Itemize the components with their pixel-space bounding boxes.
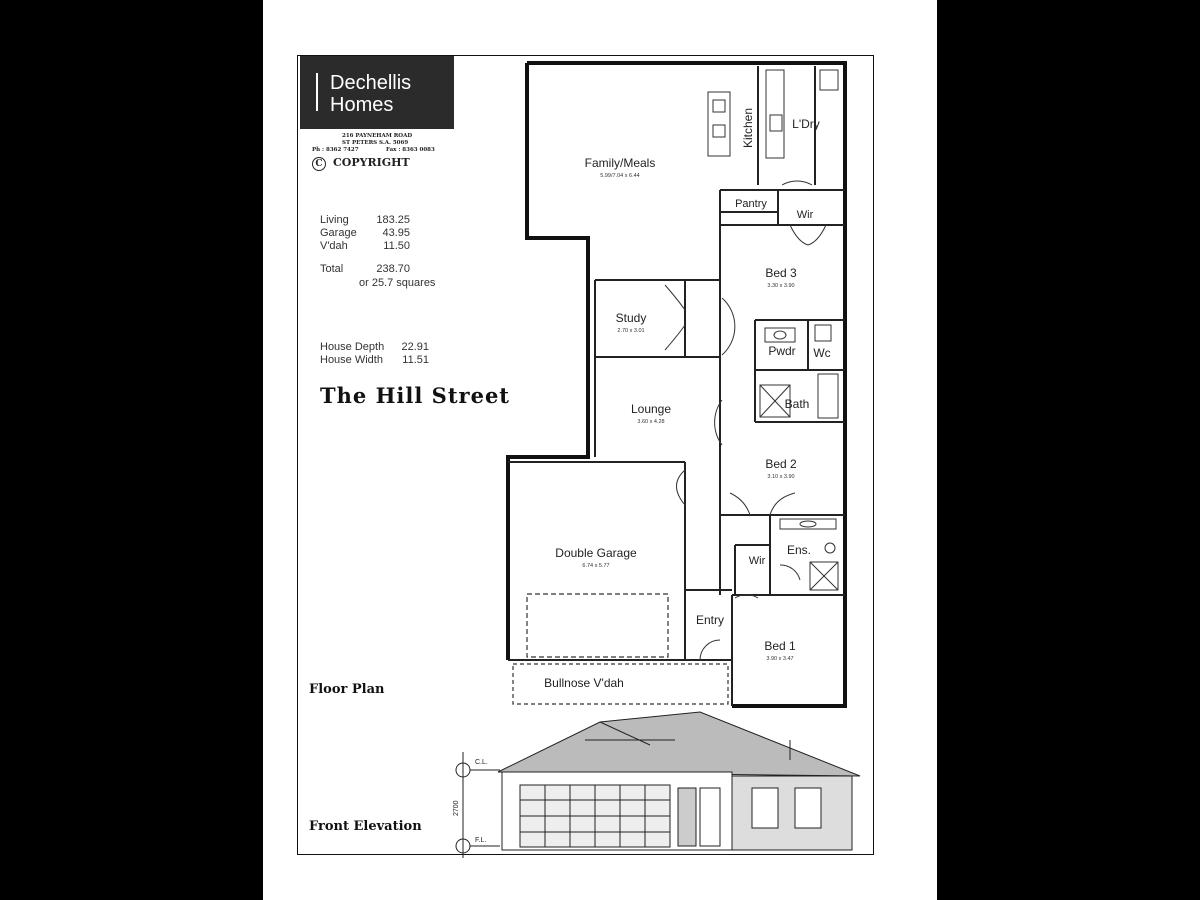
- total-label: Total: [320, 263, 344, 275]
- room-double-garage: Double Garage: [555, 546, 637, 560]
- living-label: Living: [320, 214, 349, 226]
- room-family-meals-dim: 5.99/7.04 x 6.44: [600, 173, 639, 179]
- room-bed2: Bed 2: [765, 457, 797, 471]
- room-study-dim: 2.70 x 3.01: [617, 328, 644, 334]
- wall-height-label: 2700: [453, 800, 460, 816]
- house-width-value: 11.51: [402, 354, 429, 366]
- ceiling-level-label: C.L.: [475, 759, 488, 766]
- room-bed2-dim: 3.10 x 3.90: [767, 474, 794, 480]
- outer-walls: [506, 61, 847, 708]
- room-bed3-dim: 3.30 x 3.90: [767, 283, 794, 289]
- design-title: The Hill Street: [320, 383, 511, 408]
- garage-value: 43.95: [382, 227, 410, 239]
- squares-text: or 25.7 squares: [359, 277, 436, 289]
- living-value: 183.25: [376, 214, 410, 226]
- room-bed1-dim: 3.90 x 3.47: [766, 656, 793, 662]
- copyright-text: COPYRIGHT: [333, 156, 410, 169]
- garage-label: Garage: [320, 227, 357, 239]
- garage-door: [526, 593, 669, 658]
- room-pwdr: Pwdr: [768, 344, 795, 358]
- room-study: Study: [616, 311, 647, 325]
- room-bath: Bath: [785, 397, 810, 411]
- verandah-outline: [512, 663, 729, 705]
- front-elevation-caption: Front Elevation: [309, 819, 422, 834]
- front-elevation-drawing: [497, 711, 861, 851]
- plan-frame: [297, 55, 874, 855]
- house-width-label: House Width: [320, 354, 383, 366]
- room-ensuite: Ens.: [787, 543, 811, 557]
- address-fax: Fax : 8363 0083: [386, 147, 435, 153]
- fixtures: [707, 69, 839, 591]
- brand-line2: Homes: [330, 94, 394, 116]
- room-wir-bed1: Wir: [749, 555, 766, 567]
- verandah-value: 11.50: [383, 240, 410, 252]
- brand-logo: Dechellis Homes: [300, 56, 454, 129]
- address-phone: Ph : 8362 7427: [312, 147, 359, 153]
- room-pantry: Pantry: [735, 198, 767, 210]
- brand-line1: Dechellis: [330, 72, 412, 94]
- room-laundry: L'Dry: [792, 117, 820, 131]
- room-bed1: Bed 1: [764, 639, 796, 653]
- logo-bar: [316, 73, 318, 111]
- house-depth-label: House Depth: [320, 341, 385, 353]
- room-wc: Wc: [813, 346, 830, 360]
- total-value: 238.70: [376, 263, 410, 275]
- floor-level-label: F.L.: [475, 837, 486, 844]
- verandah-label: V'dah: [320, 240, 348, 252]
- room-family-meals: Family/Meals: [585, 156, 656, 170]
- room-double-garage-dim: 6.74 x 5.77: [582, 563, 609, 569]
- room-entry: Entry: [696, 613, 724, 627]
- house-depth-value: 22.91: [401, 341, 429, 353]
- address-line1: 216 PAYNEHAM ROAD: [342, 133, 413, 139]
- room-bed3: Bed 3: [765, 266, 797, 280]
- room-kitchen: Kitchen: [741, 108, 755, 148]
- room-wir-top: Wir: [797, 209, 814, 221]
- copyright-icon: C: [312, 157, 326, 171]
- copyright-notice: C COPYRIGHT: [312, 156, 410, 171]
- room-bullnose-verandah: Bullnose V'dah: [544, 676, 624, 690]
- floor-plan-caption: Floor Plan: [309, 682, 385, 697]
- room-lounge-dim: 3.60 x 4.28: [637, 419, 664, 425]
- interior-walls: [508, 66, 845, 706]
- level-markers: [455, 752, 500, 858]
- address-line2: ST PETERS S.A. 5069: [342, 140, 409, 146]
- door-swings: [664, 180, 827, 661]
- room-lounge: Lounge: [631, 402, 671, 416]
